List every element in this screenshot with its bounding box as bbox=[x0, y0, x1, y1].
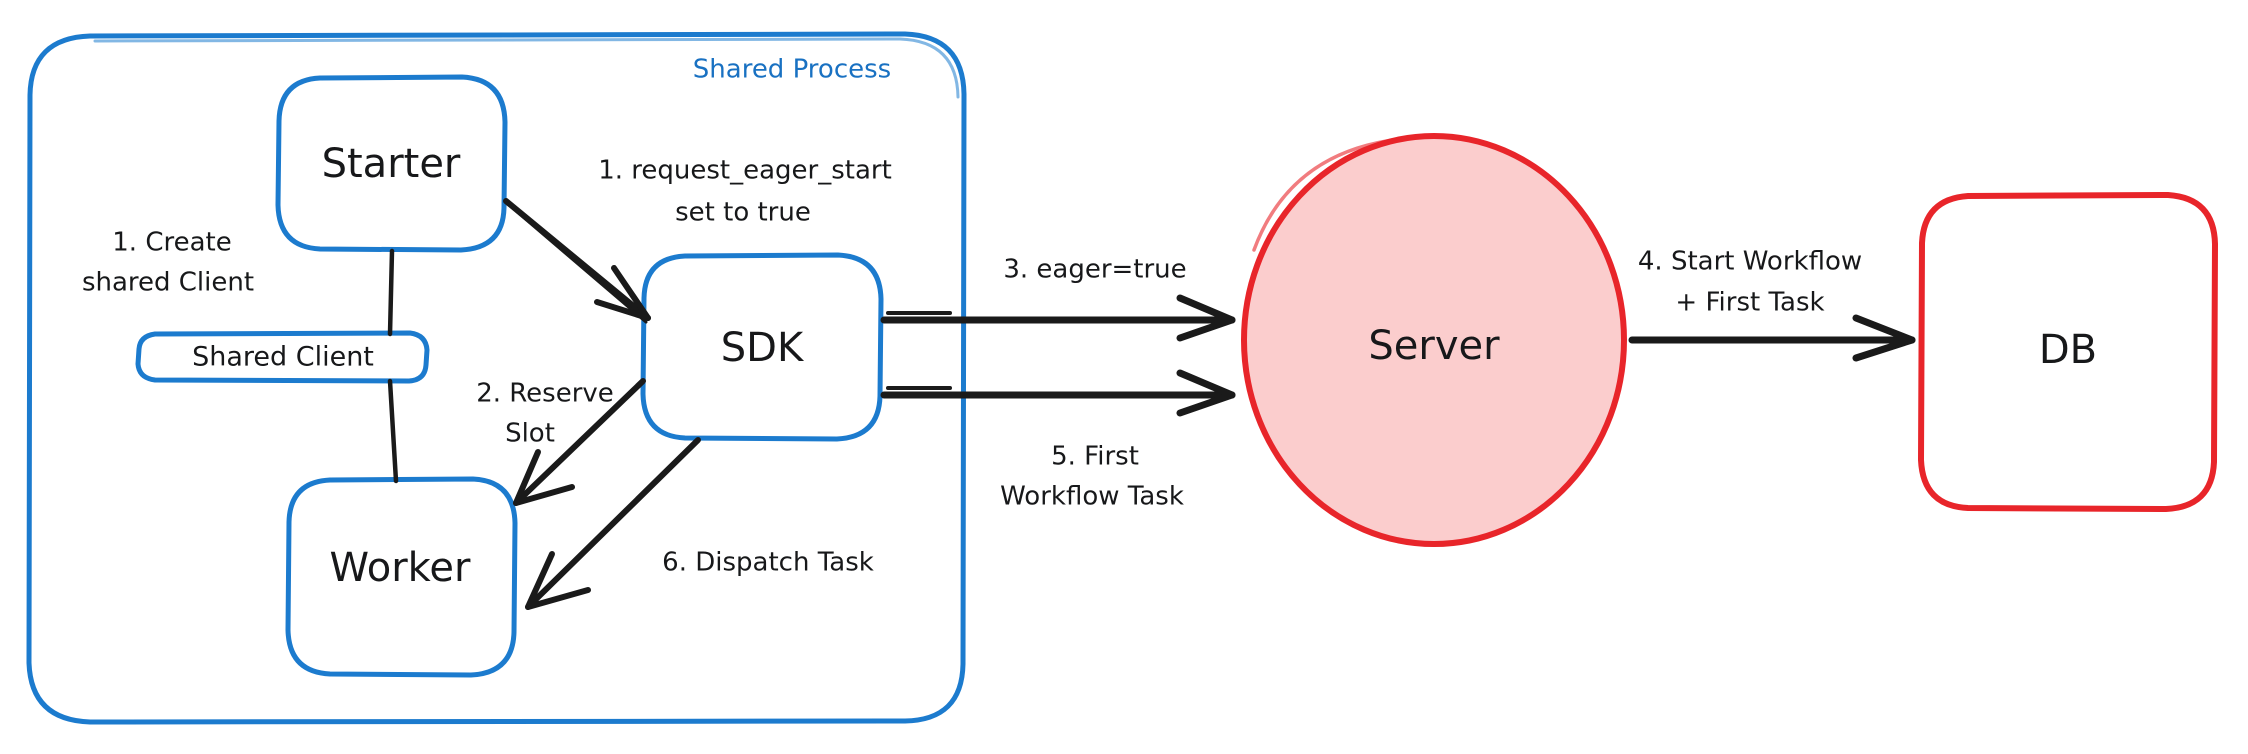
node-shared-client-highlight bbox=[157, 336, 424, 354]
edge1-label-line-1: 1. request_eager_start bbox=[598, 156, 892, 186]
edge-label-line-2: shared Client bbox=[82, 268, 254, 298]
node-db[interactable]: DB bbox=[1918, 192, 2218, 512]
node-worker-label: Worker bbox=[330, 545, 471, 591]
group-shared-process[interactable]: Shared Process bbox=[26, 31, 967, 725]
edge2-label-line-1: 2. Reserve bbox=[476, 379, 614, 409]
edge2-line bbox=[513, 378, 646, 506]
node-worker[interactable]: Worker bbox=[285, 476, 518, 678]
edge1-line-sketch bbox=[507, 203, 648, 324]
edge-starter-to-sdk: 1. request_eager_start set to true bbox=[503, 156, 892, 324]
edge5-arrowhead bbox=[1176, 369, 1236, 417]
edge2-label-line-2: Slot bbox=[505, 419, 555, 449]
edge6-arrowhead bbox=[525, 551, 591, 610]
node-starter-label: Starter bbox=[322, 141, 461, 187]
edge5-label-line-2: Workflow Task bbox=[1000, 482, 1184, 512]
edge1-line bbox=[503, 198, 651, 321]
edge-server-to-db: 4. Start Workflow + First Task bbox=[1628, 247, 1916, 362]
edge-sdk-to-worker-dispatch-task: 6. Dispatch Task bbox=[525, 437, 874, 610]
node-sdk-shape bbox=[640, 252, 884, 442]
edge3-label-line-1: 3. eager=true bbox=[1003, 255, 1186, 285]
node-sdk-label: SDK bbox=[721, 325, 805, 371]
connector-sharedclient-worker bbox=[387, 378, 399, 484]
node-worker-shape bbox=[285, 476, 518, 678]
node-shared-client-shape bbox=[135, 330, 430, 384]
connector-starter-sharedclient bbox=[387, 248, 395, 337]
edge2-arrowhead bbox=[513, 449, 575, 506]
edge4-arrowhead bbox=[1852, 314, 1916, 362]
edge3-arrowhead bbox=[1176, 294, 1236, 342]
edge-label-line-1: 1. Create bbox=[112, 228, 231, 258]
node-starter-highlight bbox=[323, 81, 501, 127]
shared-process-border-sketch bbox=[93, 37, 960, 99]
edge1-arrowhead bbox=[594, 265, 651, 321]
group-label-shared-process: Shared Process bbox=[693, 55, 891, 85]
node-server[interactable]: Server bbox=[1241, 133, 1627, 547]
edge-starter-sharedclient-worker bbox=[387, 248, 399, 484]
node-db-shape bbox=[1918, 192, 2218, 512]
edge6-line bbox=[525, 437, 701, 610]
node-server-shape bbox=[1241, 133, 1627, 547]
edge-sdk-to-server-eager: 3. eager=true bbox=[880, 255, 1236, 342]
edge4-label-line-2: + First Task bbox=[1675, 288, 1824, 318]
node-shared-client[interactable]: Shared Client bbox=[135, 330, 430, 384]
node-db-label: DB bbox=[2039, 327, 2097, 373]
edge-sdk-to-worker-reserve-slot: 2. Reserve Slot bbox=[476, 378, 646, 506]
edge4-label-line-1: 4. Start Workflow bbox=[1638, 247, 1862, 277]
shared-process-border bbox=[26, 31, 967, 725]
node-starter[interactable]: Starter bbox=[275, 74, 508, 253]
edge1-label-line-2: set to true bbox=[675, 198, 811, 228]
node-server-sketch bbox=[1252, 137, 1402, 252]
node-shared-client-label: Shared Client bbox=[192, 342, 374, 373]
node-server-label: Server bbox=[1368, 323, 1500, 369]
edge-sdk-to-server-first-workflow-task: 5. First Workflow Task bbox=[880, 369, 1236, 512]
node-sdk-highlight bbox=[688, 259, 877, 305]
node-starter-shape bbox=[275, 74, 508, 253]
edge6-label-line-1: 6. Dispatch Task bbox=[662, 548, 874, 578]
node-sdk[interactable]: SDK bbox=[640, 252, 884, 442]
edge5-label-line-1: 5. First bbox=[1051, 442, 1139, 472]
edge-label-create-shared-client: 1. Create shared Client bbox=[82, 228, 254, 298]
node-worker-highlight bbox=[333, 483, 511, 529]
